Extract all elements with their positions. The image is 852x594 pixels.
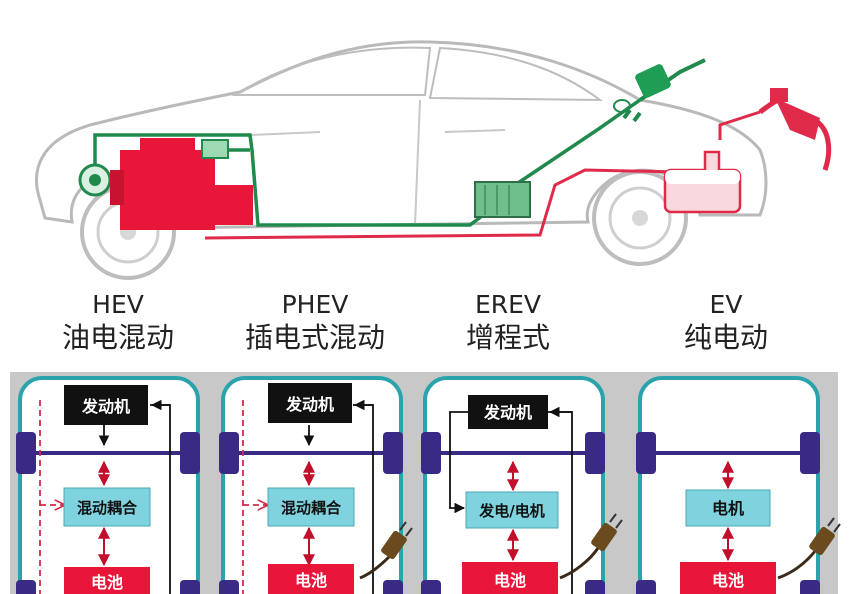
engine-icon [110, 138, 253, 230]
hev-label: HEV 油电混动 [28, 290, 208, 356]
rear-wheel [592, 170, 688, 266]
ev-battery-node: 电池 [712, 571, 744, 590]
fuel-tank-icon [663, 150, 742, 214]
erev-label: EREV 增程式 [418, 290, 598, 356]
phev-label-cn: 插电式混动 [244, 321, 385, 354]
ev-panel: 电机 电池 [636, 376, 841, 594]
phev-engine-node: 发动机 [285, 395, 334, 414]
phev-coupler-node: 混动耦合 [281, 499, 342, 517]
erev-label-en: EREV [474, 290, 542, 319]
ev-label: EV 纯电动 [636, 290, 816, 356]
ev-motor-node: 电机 [712, 499, 744, 518]
erev-generator-node: 发电/电机 [478, 502, 544, 520]
ev-charge-plug-icon [777, 517, 841, 580]
car-illustration [35, 40, 832, 280]
hev-coupler-node: 混动耦合 [77, 499, 138, 517]
hev-label-en: HEV [92, 290, 144, 319]
phev-label: PHEV 插电式混动 [225, 290, 405, 356]
hev-panel: 发动机 混动耦合 电池 [16, 376, 200, 594]
erev-panel: 发动机 发电/电机 电池 [421, 376, 623, 594]
erev-label-cn: 增程式 [465, 321, 550, 354]
ev-label-cn: 纯电动 [683, 321, 768, 354]
erev-engine-node: 发动机 [483, 403, 532, 422]
ev-label-en: EV [709, 290, 743, 319]
phev-panel: 发动机 混动耦合 电池 [219, 376, 413, 594]
phev-battery-node: 电池 [295, 571, 327, 590]
inverter-icon [201, 139, 229, 159]
phev-charge-plug-icon [359, 521, 413, 580]
erev-battery-node: 电池 [494, 571, 526, 590]
fuel-nozzle-icon [758, 88, 832, 171]
charge-plug-icon [613, 58, 706, 123]
erev-charge-plug-icon [559, 513, 623, 580]
phev-label-en: PHEV [281, 290, 349, 319]
hev-battery-node: 电池 [91, 573, 123, 592]
hev-label-cn: 油电混动 [61, 321, 174, 354]
battery-pack-icon [474, 181, 531, 218]
hev-engine-node: 发动机 [81, 397, 130, 416]
